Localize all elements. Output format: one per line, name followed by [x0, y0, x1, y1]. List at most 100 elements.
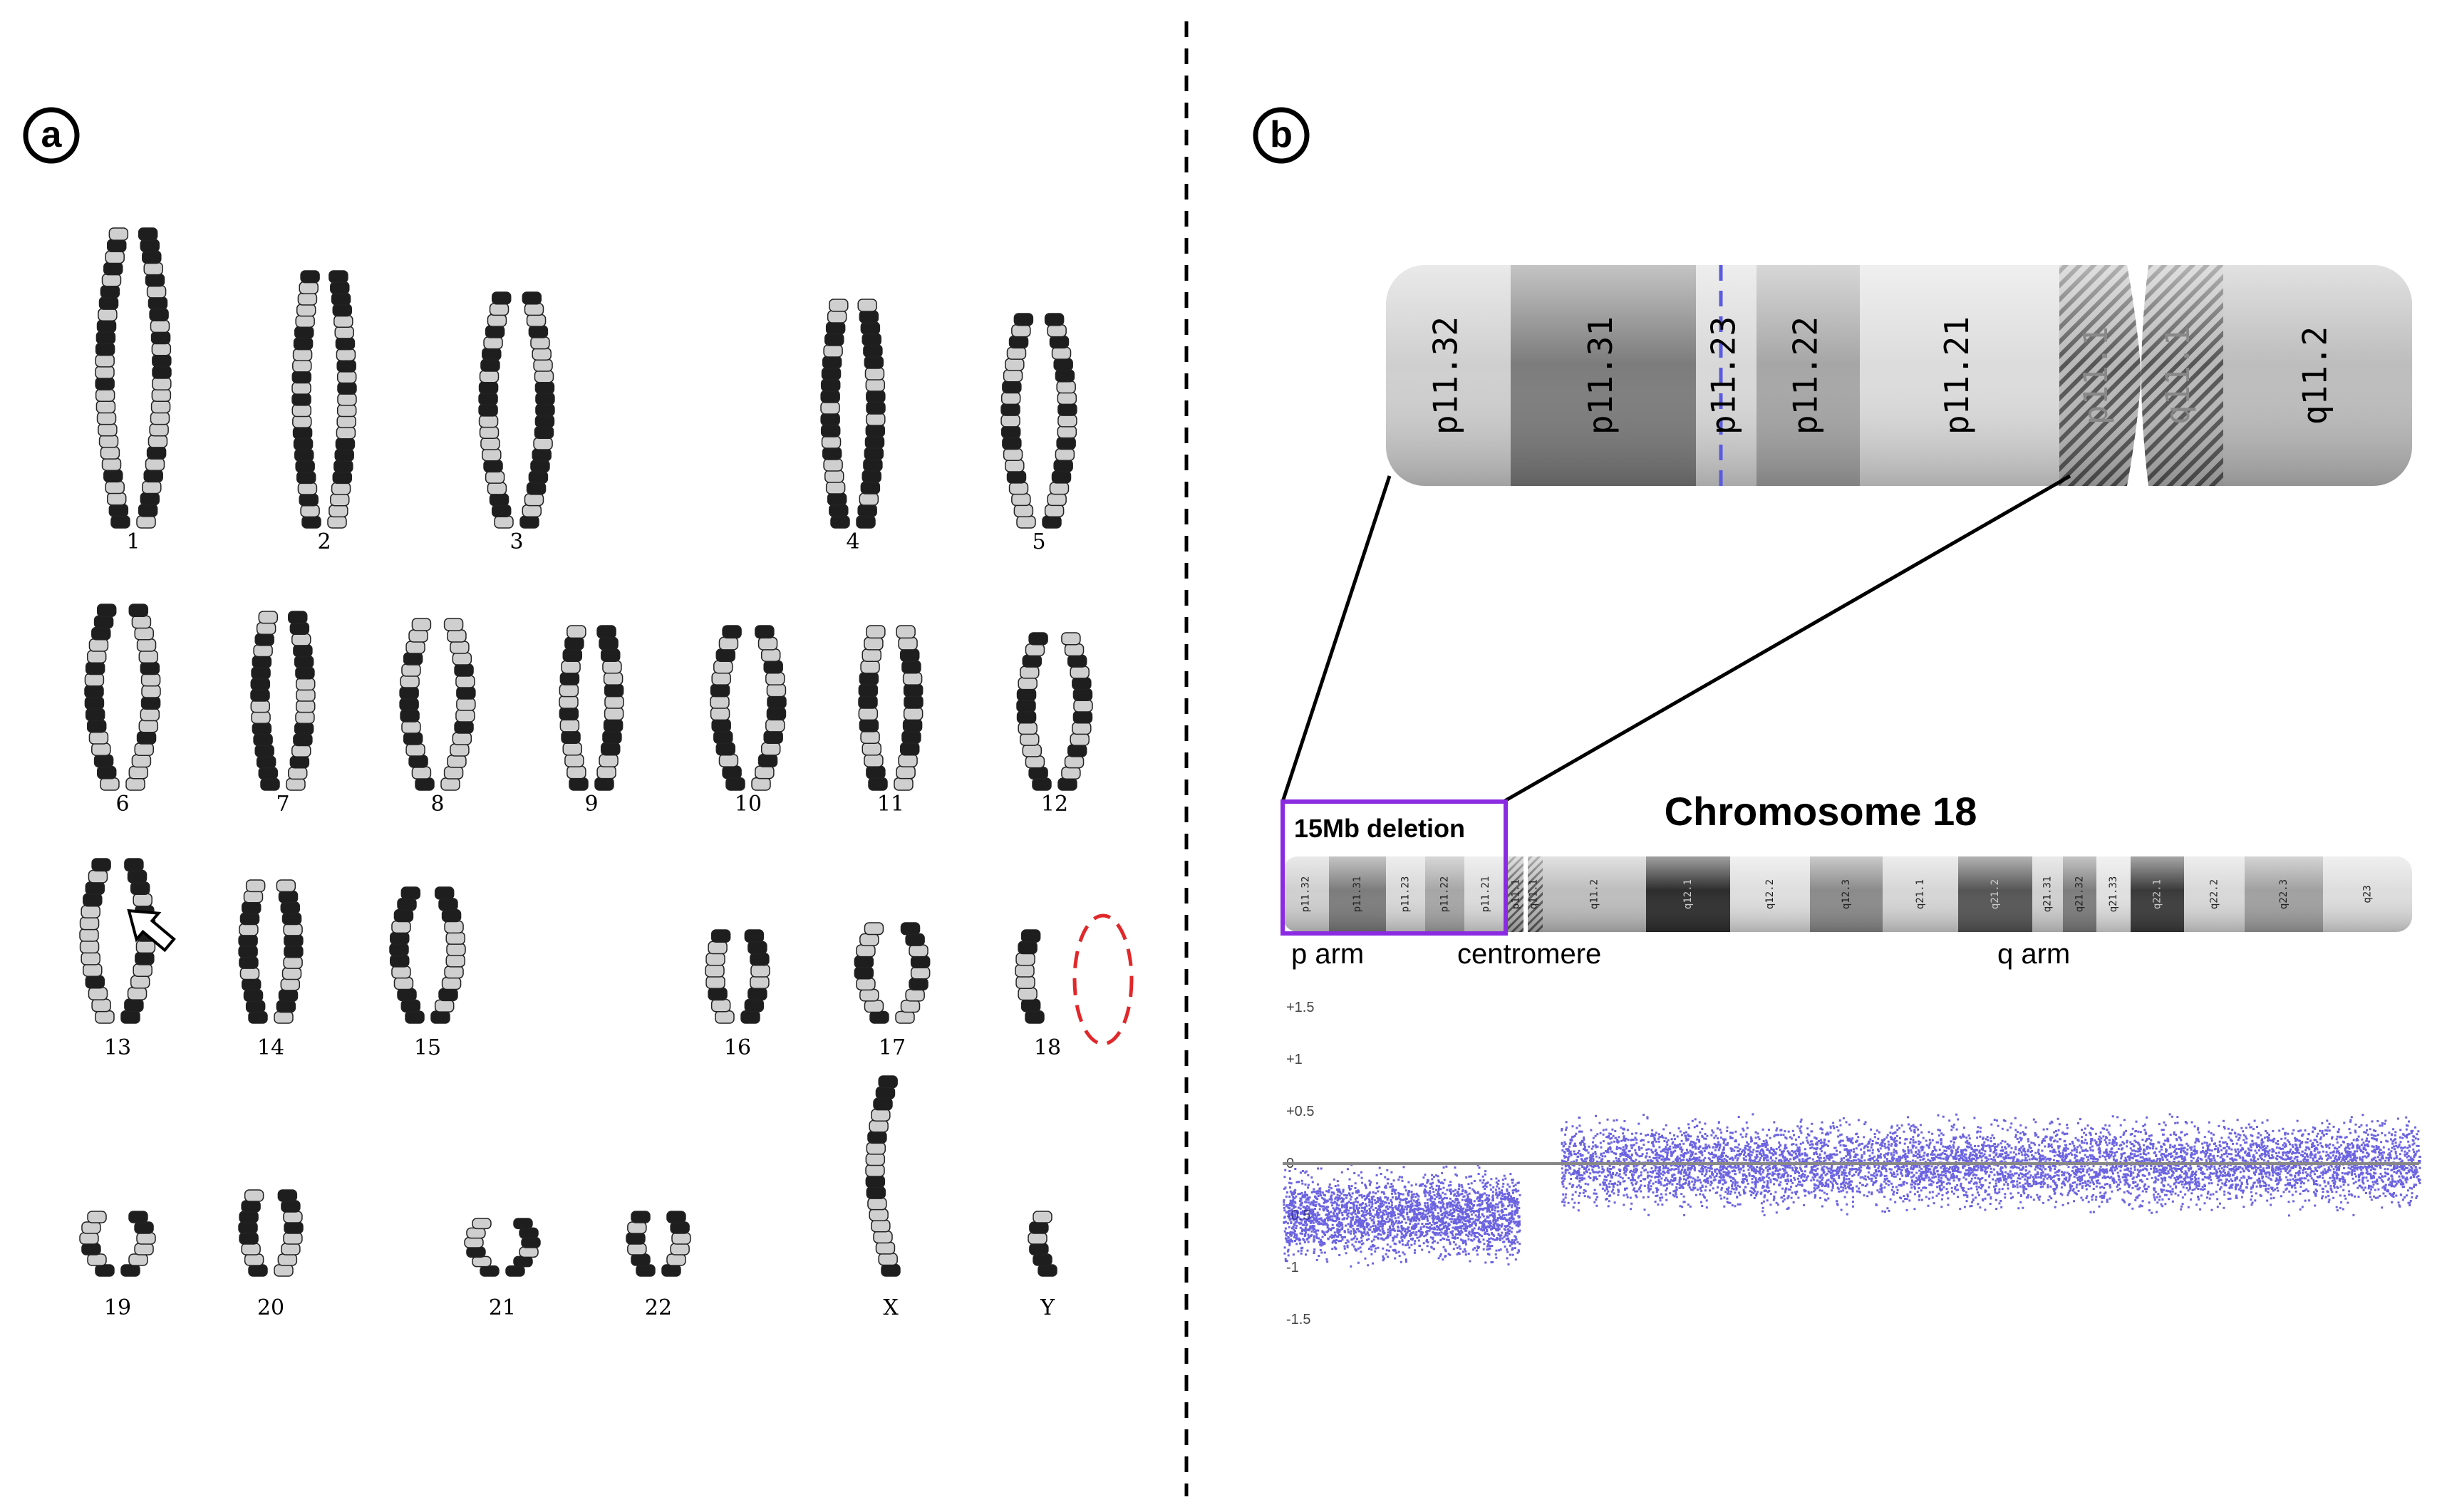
zoom-band-label: q11.1: [2158, 326, 2197, 425]
y-tick-label: +1: [1286, 1052, 1303, 1067]
ideogram-band-label: q11.2: [1589, 879, 1600, 909]
p-arm-label: p arm: [1291, 938, 1364, 970]
chromosome-17: [854, 922, 931, 1024]
chromosome-label: 17: [879, 1035, 906, 1060]
chromosome-15: [389, 886, 466, 1024]
ideogram-band-label: q22.3: [2278, 879, 2290, 909]
ideogram-band-label: q21.31: [2042, 876, 2054, 913]
zoom-connector-right: [1502, 474, 2071, 804]
missing-chromosome-18-marker: [1072, 913, 1134, 1046]
chromosome-9: [559, 625, 624, 791]
chromosome-X: [865, 1075, 901, 1277]
zoom-band-label: p11.1: [2076, 326, 2115, 425]
panel-a-label: a: [41, 114, 63, 155]
ideogram-band-label: q23: [2362, 885, 2374, 903]
chromosome-label: 7: [276, 792, 289, 817]
ideogram-band-label: q21.33: [2108, 876, 2119, 913]
y-tick-label: -1: [1286, 1260, 1299, 1275]
chromosome-label: 9: [584, 792, 598, 817]
chromosome-1: [95, 227, 172, 529]
ideogram-band-label: q12.1: [1682, 879, 1694, 909]
zoom-band-label: p11.31: [1581, 316, 1620, 435]
zoom-band-label: p11.32: [1427, 316, 1465, 435]
zoom-connector-left: [1281, 475, 1392, 802]
ideogram-band-label: q21.2: [1990, 879, 2001, 909]
zoom-band-label: p11.22: [1786, 316, 1825, 435]
chromosome-2: [291, 270, 357, 529]
chromosome-label: 2: [317, 529, 331, 554]
panel-b-badge: [1253, 107, 1310, 164]
chromosome-6: [84, 604, 161, 791]
chromosome-label: 3: [509, 529, 523, 554]
chromosome-label: Y: [1040, 1295, 1055, 1320]
arrow-icon: [127, 908, 176, 953]
data-points: [1283, 1113, 2421, 1268]
chromosome-label: 10: [735, 792, 762, 817]
y-tick-label: +1.5: [1286, 1000, 1314, 1015]
ideogram-band-label: p11.31: [1352, 876, 1363, 913]
chromosome-19: [79, 1211, 156, 1277]
chromosome-label: 4: [846, 529, 859, 554]
zoom-band-label: p11.23: [1704, 316, 1743, 435]
chromosome-3: [478, 291, 555, 529]
ideogram-band-label: p11.23: [1400, 876, 1412, 913]
panel-b: b p11.32 p11.31 p11.23 p11.22 p11.21 p11.1 q11…: [1253, 107, 2421, 1327]
ideogram-band-label: q22.2: [2209, 879, 2220, 909]
chromosome-label: 6: [115, 792, 129, 817]
chromosome-label: 12: [1041, 792, 1068, 817]
ideogram-band-label: p11.1: [1511, 879, 1522, 909]
q-arm-label: q arm: [1997, 938, 2070, 970]
chromosome-16: [705, 929, 770, 1024]
chromosome-8: [399, 618, 476, 791]
chromosome-label: 1: [126, 529, 140, 554]
deletion-label: 15Mb deletion: [1294, 814, 1465, 843]
ideogram-band-label: q12.2: [1764, 879, 1776, 909]
chromosome-label: 19: [104, 1295, 131, 1320]
copy-number-points: [1283, 1113, 2421, 1268]
chromosome-18-ideogram: p11.32 p11.31 p11.23 p11.22 p11.21 p11.1 q11.1…: [1283, 856, 2412, 932]
panel-a-badge: [23, 107, 80, 164]
chromosome-label: 20: [257, 1295, 284, 1320]
zoomed-ideogram: p11.32 p11.31 p11.23 p11.22 p11.21 p11.1 q11.1…: [1386, 265, 2412, 486]
chromosome-Y: [1028, 1211, 1057, 1277]
chromosome-14: [238, 879, 304, 1024]
panel-b-label: b: [1270, 114, 1293, 155]
centromere-label: centromere: [1457, 938, 1601, 970]
y-axis-ticks: +1.5+1+0.50-0.5-1-1.5: [1286, 1000, 1314, 1327]
zoom-band-label: p11.21: [1937, 316, 1976, 435]
ideogram-band-label: q12.3: [1841, 879, 1852, 909]
chromosome-label: 8: [430, 792, 444, 817]
deletion-region-box: [1281, 799, 1508, 936]
y-tick-label: +0.5: [1286, 1104, 1314, 1119]
ideogram-band-label: q11.1: [1528, 879, 1540, 909]
chromosome-5: [1000, 313, 1077, 529]
ideogram-band-label: p11.22: [1439, 876, 1451, 913]
ideogram-band-label: q21.1: [1915, 879, 1926, 909]
chromosome-18: [1015, 929, 1045, 1024]
chromosome-21: [464, 1218, 541, 1277]
chromosome-12: [1016, 632, 1093, 791]
chromosome-label: 18: [1034, 1035, 1061, 1060]
chromosome-label: 16: [724, 1035, 751, 1060]
chromosome-11: [858, 625, 923, 791]
chromosome-label: 14: [257, 1035, 284, 1060]
chromosome-22: [626, 1211, 691, 1277]
karyotype: [79, 227, 1093, 1277]
chromosome-4: [820, 299, 886, 529]
chromosome-label: 22: [645, 1295, 672, 1320]
ideogram-band-label: p11.21: [1480, 876, 1491, 913]
chromosome-label: X: [883, 1295, 899, 1320]
ideogram-band-label: q22.1: [2152, 879, 2163, 909]
chromosome-20: [238, 1189, 304, 1277]
chromosome-title: Chromosome 18: [1665, 789, 1977, 834]
y-tick-label: -1.5: [1286, 1312, 1310, 1327]
ideogram-band-label: p11.32: [1300, 876, 1312, 913]
chromosome-7: [250, 611, 316, 791]
chromosome-10: [710, 625, 787, 791]
zoom-band-label: q11.2: [2296, 326, 2334, 425]
chromosome-label: 15: [414, 1035, 441, 1060]
chromosome-label: 5: [1032, 529, 1045, 554]
